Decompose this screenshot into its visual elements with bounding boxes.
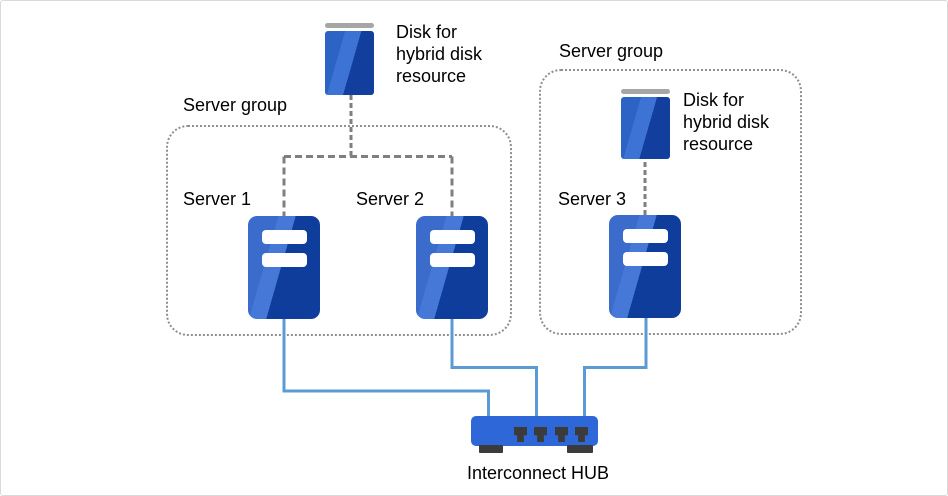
hybrid-disk-icon-1	[325, 23, 374, 95]
server-group-1-label: Server group	[183, 95, 288, 115]
server-slot-icon	[623, 229, 668, 243]
disk-label-line: hybrid disk	[396, 44, 483, 64]
interconnect-hub-icon	[471, 416, 598, 453]
disk-1-label: Disk for hybrid disk resource	[396, 21, 482, 87]
disk-body-icon	[621, 97, 670, 159]
disk-label-line: resource	[683, 134, 754, 154]
hub-port-icon	[575, 427, 588, 442]
hub-foot-icon	[479, 445, 503, 453]
server-slot-icon	[262, 253, 307, 267]
server2-icon	[416, 216, 488, 319]
server-group-2-label: Server group	[559, 41, 664, 61]
server-slot-icon	[430, 230, 475, 244]
hub-port-icon	[555, 427, 568, 442]
server-slot-icon	[430, 253, 475, 267]
hub-foot-icon	[567, 445, 593, 453]
server2-label: Server 2	[356, 189, 425, 209]
server-slot-icon	[623, 252, 668, 266]
disk-label-line: Disk for	[396, 22, 458, 42]
interconnect-hub-label: Interconnect HUB	[466, 463, 610, 483]
disk-cap-icon	[621, 89, 670, 94]
disk-2-label: Disk for hybrid disk resource	[683, 89, 769, 155]
server1-label: Server 1	[183, 189, 252, 209]
server-group-box-2	[539, 69, 802, 335]
hub-port-icon	[514, 427, 527, 442]
hybrid-disk-icon-2	[621, 89, 670, 159]
hub-port-icon	[534, 427, 547, 442]
disk-label-line: resource	[396, 66, 467, 86]
disk-label-line: hybrid disk	[683, 112, 770, 132]
server3-label: Server 3	[558, 189, 627, 209]
disk-cap-icon	[325, 23, 374, 28]
disk-label-line: Disk for	[683, 90, 745, 110]
server1-icon	[248, 216, 320, 319]
disk-body-icon	[325, 31, 374, 95]
server-slot-icon	[262, 230, 307, 244]
server3-icon	[609, 215, 681, 318]
